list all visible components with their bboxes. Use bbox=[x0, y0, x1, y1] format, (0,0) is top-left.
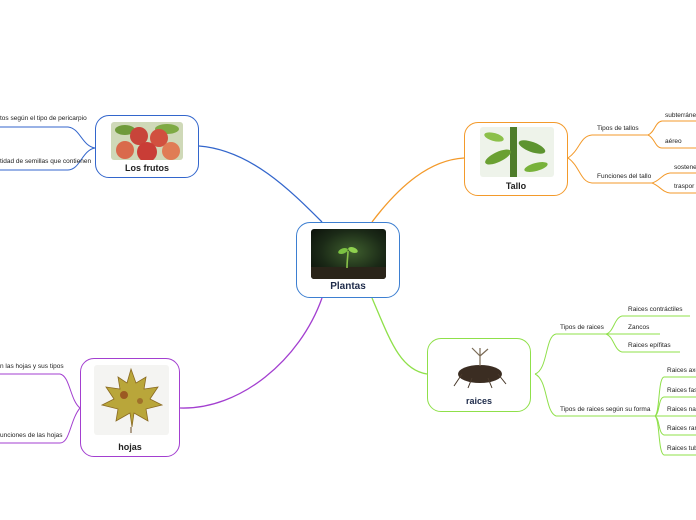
hojas-node[interactable]: hojas bbox=[80, 358, 180, 457]
frutos-label: Los frutos bbox=[125, 163, 169, 173]
raices-child-forma[interactable]: Tipos de raices según su forma bbox=[560, 406, 651, 413]
raices-edge-fasc bbox=[654, 396, 696, 417]
central-label: Plantas bbox=[330, 281, 366, 292]
raices-grandchild-ram[interactable]: Raices ram bbox=[667, 425, 696, 432]
frutos-edge-2 bbox=[0, 147, 96, 171]
raices-grandchild-tub[interactable]: Raices tub bbox=[667, 445, 696, 452]
raices-edge-epifitas bbox=[605, 333, 680, 353]
raices-grandchild-fasc[interactable]: Raices fasc bbox=[667, 387, 696, 394]
raices-edge-tipos bbox=[534, 333, 606, 375]
frutos-edge-1 bbox=[0, 126, 96, 149]
raices-label: raices bbox=[465, 396, 493, 406]
frutos-child-semillas[interactable]: tidad de semillas que contienen bbox=[0, 158, 92, 165]
tallo-child-tipos[interactable]: Tipos de tallos bbox=[597, 125, 639, 132]
tallo-edge-tipos bbox=[567, 134, 648, 159]
tallo-grandchild-aereo[interactable]: aéreo bbox=[665, 138, 682, 145]
raices-edge-forma bbox=[534, 373, 655, 417]
hojas-child-funciones[interactable]: unciones de las hojas bbox=[0, 432, 63, 439]
tallo-grandchild-subterraneo[interactable]: subterráne bbox=[665, 112, 696, 119]
raices-grandchild-nap[interactable]: Raices nap bbox=[667, 406, 696, 413]
tallo-edge-funciones bbox=[567, 157, 652, 184]
tallo-grandchild-sostene[interactable]: sostene bbox=[674, 164, 696, 171]
tallo-edge-aereo bbox=[647, 134, 696, 149]
branch-frutos bbox=[198, 145, 323, 223]
tallo-edge-sostene bbox=[651, 172, 696, 184]
tallo-edge-subterraneo bbox=[647, 120, 696, 136]
raices-edge-tub bbox=[654, 415, 696, 456]
branch-tallo bbox=[371, 157, 465, 223]
tallo-child-funciones[interactable]: Funciones del tallo bbox=[597, 173, 652, 180]
raices-grandchild-zancos[interactable]: Zancos bbox=[628, 324, 650, 331]
frutos-child-pericarpio[interactable]: tos según el tipo de pericarpio bbox=[0, 115, 87, 122]
raices-edge-contractiles bbox=[605, 315, 690, 335]
tallo-node[interactable]: Tallo bbox=[464, 122, 568, 196]
raices-node[interactable]: raices bbox=[427, 338, 531, 412]
central-node[interactable]: Plantas bbox=[296, 222, 400, 298]
raices-grandchild-axo[interactable]: Raices axo bbox=[667, 367, 696, 374]
hojas-edge-2 bbox=[0, 407, 81, 444]
raices-grandchild-contractiles[interactable]: Raices contráctiles bbox=[628, 306, 683, 313]
roots-image bbox=[442, 344, 518, 390]
raices-child-tipos[interactable]: Tipos de raices bbox=[560, 324, 604, 331]
tallo-label: Tallo bbox=[505, 181, 527, 191]
tallo-edge-traspor bbox=[651, 182, 696, 194]
hojas-label: hojas bbox=[118, 442, 142, 452]
hojas-edge-1 bbox=[0, 373, 81, 409]
maple-leaf-image bbox=[94, 365, 169, 435]
branch-raices bbox=[371, 297, 428, 375]
peaches-image bbox=[111, 122, 183, 160]
hojas-child-tipos[interactable]: n las hojas y sus tipos bbox=[0, 363, 64, 370]
frutos-node[interactable]: Los frutos bbox=[95, 115, 199, 178]
stem-image bbox=[480, 127, 554, 177]
raices-grandchild-epifitas[interactable]: Raices epífitas bbox=[628, 342, 671, 349]
branch-hojas bbox=[179, 297, 323, 409]
seedling-image bbox=[311, 229, 386, 279]
tallo-grandchild-traspor[interactable]: traspor bbox=[674, 183, 695, 190]
